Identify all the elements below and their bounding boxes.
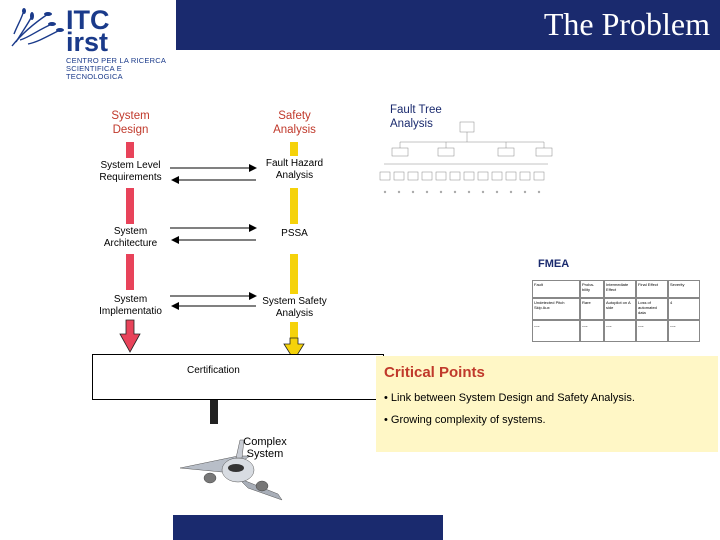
slide-title: The Problem <box>543 6 710 42</box>
fault-tree-diagram <box>379 121 553 194</box>
fmea-cell: 4 <box>668 298 700 320</box>
fmea-cell: Autopilot on A side <box>604 298 636 320</box>
fmea-cell: Rare <box>580 298 604 320</box>
critical-point-item: • Growing complexity of systems. <box>384 414 546 426</box>
fmea-header-probability: Proba- bility <box>580 280 604 298</box>
fmea-cell: ... <box>532 320 580 342</box>
safety-bar-2 <box>290 188 298 224</box>
fault-tree-analysis-title: Fault Tree Analysis <box>390 104 442 130</box>
critical-points-box: Critical Points • Link between System De… <box>376 356 718 452</box>
critical-points-title: Critical Points <box>384 364 485 381</box>
design-bar-2 <box>126 188 134 224</box>
safety-bar-1 <box>290 142 298 156</box>
logo-subtitle-1: CENTRO PER LA RICERCA <box>66 56 167 65</box>
fmea-header-final: Final Effect <box>636 280 668 298</box>
fmea-cell: ... <box>604 320 636 342</box>
fmea-header-severity: Severity <box>668 280 700 298</box>
fmea-cell: ... <box>580 320 604 342</box>
design-bar-1 <box>126 142 134 158</box>
system-implementation-label: System Implementatio <box>99 294 162 317</box>
itc-irst-logo: ITC irst CENTRO PER LA RICERCA SCIENTIFI… <box>8 2 178 81</box>
leaf-emblem-icon <box>11 8 64 47</box>
footer-bar <box>173 515 443 540</box>
fault-hazard-analysis-label: Fault Hazard Analysis <box>265 158 324 181</box>
logo-itc-text: ITC <box>66 5 110 35</box>
safety-bar-4 <box>290 322 298 340</box>
red-arrow-down-icon <box>119 319 141 353</box>
safety-analysis-header: Safety Analysis <box>273 110 316 136</box>
pssa-label: PSSA <box>281 228 308 239</box>
safety-bar-3 <box>290 254 298 294</box>
certification-label: Certification <box>187 365 240 376</box>
fmea-cell: Loss of automated data <box>636 298 668 320</box>
fmea-header-fault: Fault <box>532 280 580 298</box>
fmea-cell: ... <box>636 320 668 342</box>
fmea-cell: ... <box>668 320 700 342</box>
system-level-requirements-label: System Level Requirements <box>99 160 162 183</box>
logo-irst-text: irst <box>66 27 109 57</box>
fmea-header-intermediate: Intermediate Effect <box>604 280 636 298</box>
certification-box: Certification <box>92 354 384 400</box>
cert-connector <box>210 398 218 424</box>
header-bar <box>176 0 720 50</box>
airplane-icon <box>179 439 283 501</box>
complex-system-label: Complex System <box>243 436 287 460</box>
system-safety-analysis-label: System Safety Analysis <box>262 296 327 319</box>
system-design-header: System Design <box>111 110 150 136</box>
critical-point-item: • Link between System Design and Safety … <box>384 392 635 404</box>
design-bar-3 <box>126 254 134 290</box>
fmea-table: Fault Proba- bility Intermediate Effect … <box>532 280 700 342</box>
yellow-arrow-down-icon <box>283 337 305 361</box>
fmea-title: FMEA <box>538 258 570 270</box>
system-architecture-label: System Architecture <box>103 226 158 249</box>
fmea-cell: Undetected Pitch Skip Aux <box>532 298 580 320</box>
logo-subtitle-2: SCIENTIFICA E TECNOLOGICA <box>66 64 123 81</box>
